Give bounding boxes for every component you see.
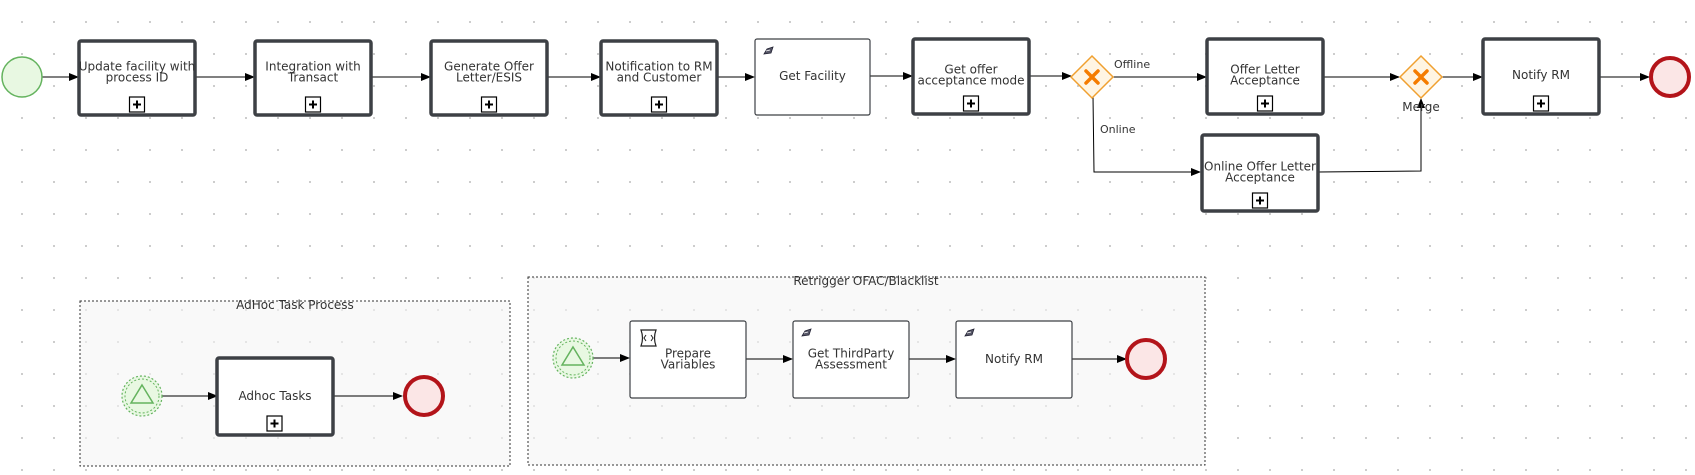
exclusive-gateway-merge[interactable]: Merge bbox=[1398, 54, 1444, 114]
task-t9[interactable]: Notify RM bbox=[1481, 37, 1601, 116]
task-label-line: Integration with bbox=[265, 60, 360, 74]
retrigger-start-event[interactable] bbox=[552, 337, 594, 379]
adhoc-task-label: Adhoc Tasks bbox=[238, 389, 311, 403]
adhoc-subprocess-title: AdHoc Task Process bbox=[236, 298, 354, 312]
plus-square-icon bbox=[304, 96, 322, 113]
end-event[interactable] bbox=[1649, 56, 1691, 98]
plus-square-icon bbox=[266, 415, 283, 432]
task-label-line: Update facility with bbox=[79, 60, 196, 74]
task-label-line: Acceptance bbox=[1230, 74, 1300, 88]
task-t5[interactable]: Get Facility bbox=[754, 38, 871, 116]
task-label-line: Generate Offer bbox=[444, 60, 534, 74]
task-label-line: Get ThirdParty bbox=[808, 347, 895, 361]
flow-gw1-t8[interactable] bbox=[1092, 95, 1201, 176]
task-label-line: Variables bbox=[661, 358, 716, 372]
task-label-line: acceptance mode bbox=[917, 74, 1024, 88]
retrigger-end-event[interactable] bbox=[1125, 338, 1167, 380]
flow-label-online: Online bbox=[1100, 123, 1136, 136]
x-cross-icon bbox=[1413, 69, 1429, 85]
start-event[interactable] bbox=[1, 56, 43, 98]
service-task-icon bbox=[801, 328, 812, 337]
task-label-line: Assessment bbox=[815, 358, 887, 372]
service-task-icon bbox=[964, 328, 975, 337]
plus-square-icon bbox=[962, 95, 980, 112]
service-task-icon bbox=[763, 46, 774, 55]
plus-square-icon bbox=[1251, 192, 1269, 209]
signal-triangle-icon bbox=[129, 383, 155, 404]
x-cross-icon bbox=[1084, 69, 1100, 85]
task-label-line: Offer Letter bbox=[1230, 63, 1299, 77]
task-label-line: Notification to RM bbox=[605, 60, 712, 74]
retrigger-subprocess-title: Retrigger OFAC/Blacklist bbox=[793, 274, 939, 288]
plus-square-icon bbox=[1532, 95, 1550, 112]
task-label-line: Notify RM bbox=[1512, 68, 1570, 82]
task-label-line: Get Facility bbox=[779, 69, 846, 83]
task-label-line: Transact bbox=[287, 71, 339, 85]
task-label-line: Letter/ESIS bbox=[456, 71, 522, 85]
task-label-line: Online Offer Letter bbox=[1204, 160, 1316, 174]
flow-label-offline: Offline bbox=[1114, 58, 1150, 71]
plus-square-icon bbox=[480, 96, 498, 113]
task-r3[interactable]: Notify RM bbox=[955, 320, 1073, 399]
plus-square-icon bbox=[1256, 95, 1274, 112]
exclusive-gateway-mode[interactable] bbox=[1069, 54, 1115, 100]
task-label-line: process ID bbox=[106, 71, 169, 85]
plus-square-icon bbox=[128, 96, 146, 113]
sequence-flows bbox=[42, 72, 1650, 400]
signal-triangle-icon bbox=[560, 345, 586, 366]
flow-t8-gw2[interactable] bbox=[1317, 98, 1425, 173]
adhoc-end-event[interactable] bbox=[403, 375, 445, 417]
task-label-line: Get offer bbox=[944, 63, 997, 77]
plus-square-icon bbox=[650, 96, 668, 113]
adhoc-task[interactable]: Adhoc Tasks bbox=[215, 356, 335, 437]
task-label-line: and Customer bbox=[617, 71, 702, 85]
task-label-line: Acceptance bbox=[1225, 171, 1295, 185]
adhoc-start-event[interactable] bbox=[121, 375, 163, 417]
task-label-line: Notify RM bbox=[985, 352, 1043, 366]
merge-label: Merge bbox=[1402, 100, 1439, 114]
task-label-line: Prepare bbox=[665, 347, 711, 361]
script-task-icon bbox=[640, 329, 657, 347]
